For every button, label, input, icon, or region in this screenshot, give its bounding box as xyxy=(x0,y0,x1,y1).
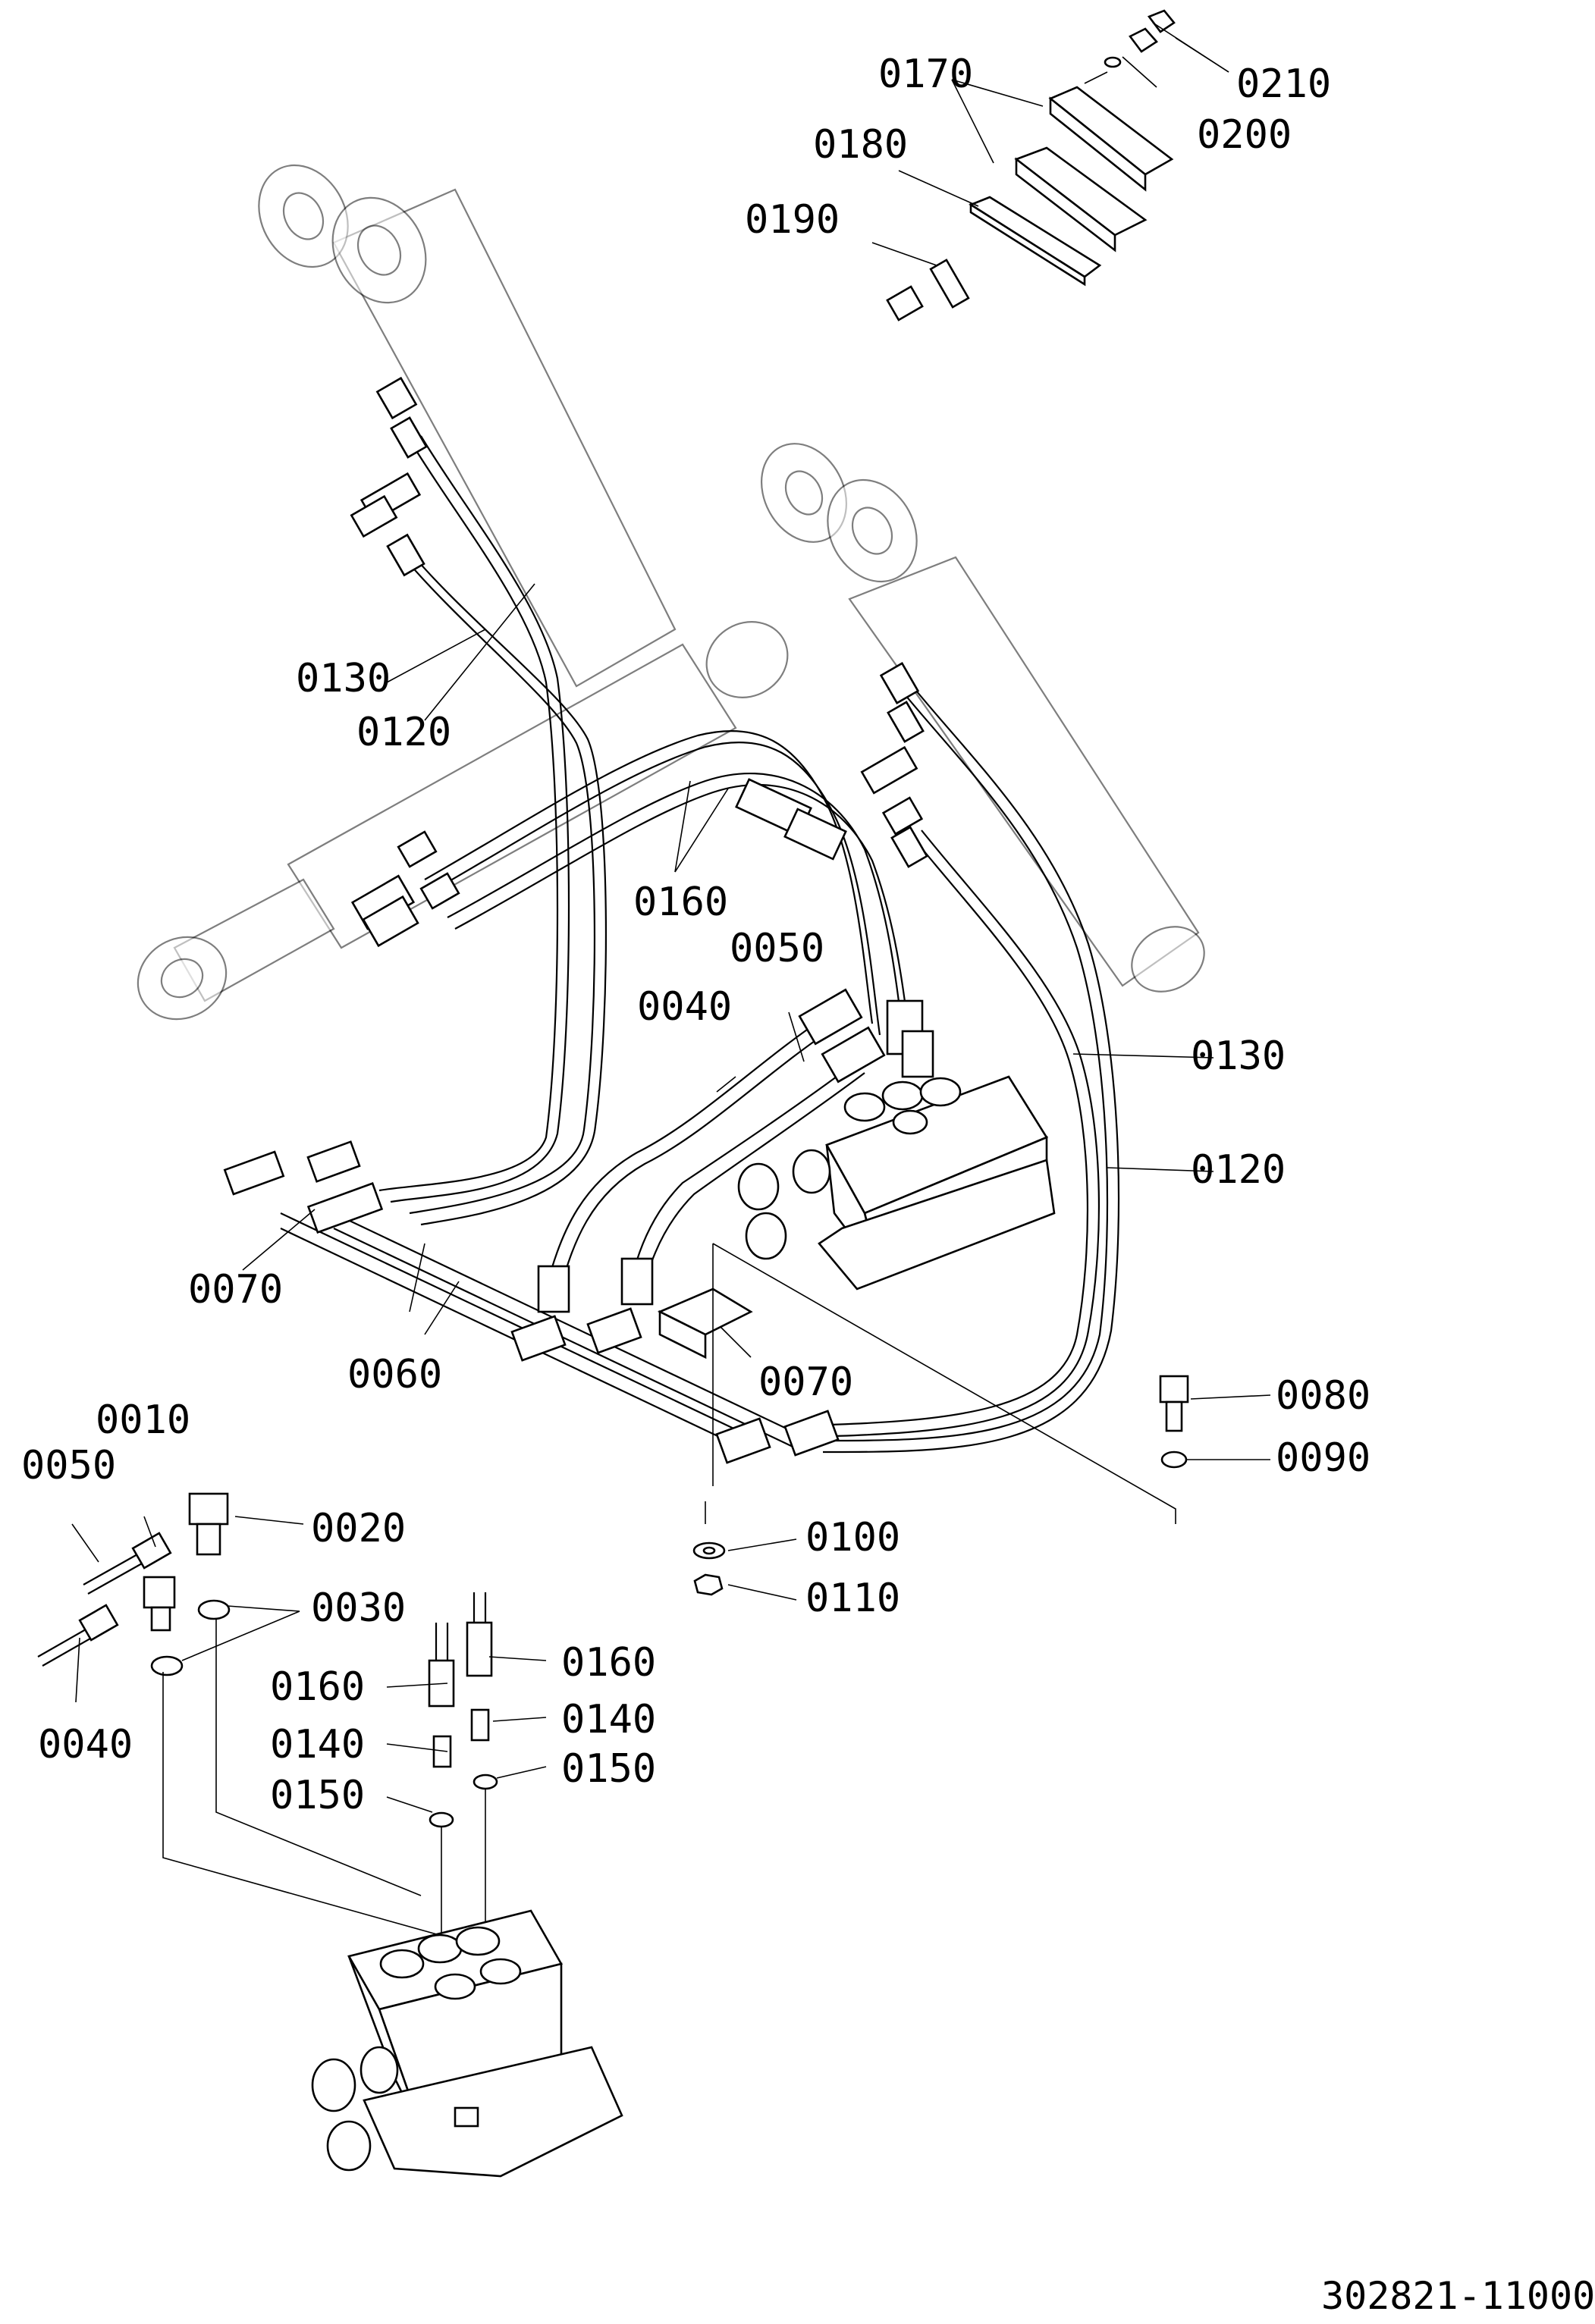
part-labels: 0170 0210 0200 0180 0190 0130 0120 0160 … xyxy=(21,52,1595,2318)
horizontal-cylinder xyxy=(137,621,789,1021)
label-0120-left: 0120 xyxy=(356,710,451,755)
label-0070-left: 0070 xyxy=(188,1267,283,1313)
label-0160-left: 0160 xyxy=(270,1664,365,1710)
label-0130-left: 0130 xyxy=(296,656,391,701)
label-0190: 0190 xyxy=(745,197,840,243)
label-0180: 0180 xyxy=(813,122,908,168)
hose-bundle-upper xyxy=(378,435,1120,1454)
label-0150-right: 0150 xyxy=(561,1746,656,1792)
label-0210: 0210 xyxy=(1236,61,1331,107)
label-0080: 0080 xyxy=(1276,1373,1371,1419)
assembly-guide-lines xyxy=(705,1243,1176,1524)
label-0200: 0200 xyxy=(1197,112,1292,158)
left-upper-cylinder xyxy=(258,164,677,688)
pipe-rack xyxy=(223,1140,840,1464)
fastener-set xyxy=(692,1375,1189,1596)
label-0150-left: 0150 xyxy=(270,1773,365,1818)
label-0090: 0090 xyxy=(1276,1435,1371,1481)
label-0100: 0100 xyxy=(805,1515,900,1560)
lower-control-valve xyxy=(311,1909,623,2178)
clamp-hardware xyxy=(886,9,1176,321)
right-upper-cylinder xyxy=(760,443,1205,993)
label-0040-upper: 0040 xyxy=(637,984,732,1030)
lower-center-fittings xyxy=(428,1592,498,1971)
label-0070-center: 0070 xyxy=(758,1360,853,1405)
document-number: 302821-11000 xyxy=(1321,2274,1595,2318)
upper-control-valve xyxy=(737,988,1056,1291)
label-0060: 0060 xyxy=(347,1352,442,1397)
label-0050-upper: 0050 xyxy=(730,926,824,971)
label-0140-left: 0140 xyxy=(270,1722,365,1767)
label-0050-lower: 0050 xyxy=(21,1443,116,1488)
lower-left-fittings xyxy=(37,1492,448,1938)
label-0040-lower: 0040 xyxy=(38,1722,133,1767)
label-0020: 0020 xyxy=(311,1506,406,1551)
upper-hose-fittings xyxy=(350,376,928,948)
label-0010: 0010 xyxy=(96,1397,190,1443)
label-0140-right: 0140 xyxy=(561,1697,656,1742)
label-0130-right: 0130 xyxy=(1191,1033,1286,1079)
label-0030: 0030 xyxy=(311,1585,406,1631)
label-0110: 0110 xyxy=(805,1576,900,1621)
leader-lines xyxy=(71,22,1271,1813)
label-0120-right: 0120 xyxy=(1191,1147,1286,1193)
label-0160-upper: 0160 xyxy=(633,880,728,925)
label-0170: 0170 xyxy=(878,52,973,97)
label-0160-right: 0160 xyxy=(561,1640,656,1686)
